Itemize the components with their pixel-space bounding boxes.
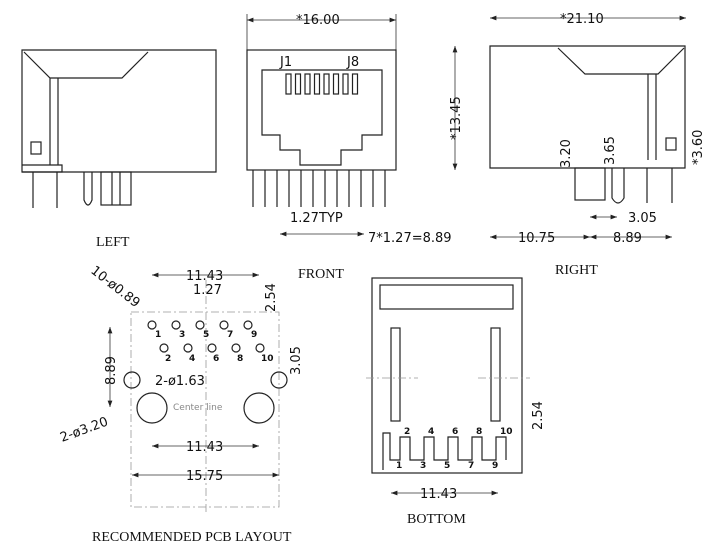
bottom-pin-number: 10 [500,427,513,437]
pcb-hole [219,320,229,330]
pcb-hole [207,343,217,353]
pcb-row-gap: 2.54 [264,283,279,312]
front-span-dim: 7*1.27=8.89 [368,231,452,246]
pcb-hole [147,320,157,330]
front-width-dim: *16.00 [296,13,340,28]
pcb-hole [171,320,181,330]
bottom-row-gap: 2.54 [531,401,546,430]
right-d360: *3.60 [691,130,706,165]
left-view-label: LEFT [96,235,130,250]
bottom-pin-number: 7 [468,461,474,471]
pcb-center-line: Center line [173,403,223,413]
pcb-top-span: 11.43 [186,269,223,284]
right-height-dim: *13.45 [449,96,464,140]
right-view-label: RIGHT [555,263,598,278]
pcb-pin-number: 9 [251,330,257,340]
pcb-pitch: 1.27 [193,283,222,298]
contact-slot [313,73,321,95]
front-pin-j1: J1 [279,55,292,70]
contact-slot [351,73,359,95]
pcb-pin-number: 5 [203,330,209,340]
contact-slot [294,73,302,95]
pcb-pin-number: 7 [227,330,233,340]
front-view-label: FRONT [298,267,344,282]
pcb-hole [243,320,253,330]
right-length-dim: *21.10 [560,12,604,27]
pcb-pin-number: 1 [155,330,161,340]
contact-slot [332,73,340,95]
contact-slot [342,73,349,95]
bottom-pin-row [382,432,507,470]
bottom-pin-number: 6 [452,427,458,437]
bottom-pin-number: 5 [444,461,450,471]
left-view: LEFT [21,49,217,250]
front-view: *16.00 J1 J8 1.27TYP 7*1.27=8.89 FRONT [246,13,452,282]
pcb-layout-view: 11.43 1.27 2.54 10-ø0.89 1 3 5 7 9 2 4 6 8 10 8.8… [58,263,304,545]
right-d365: 3.65 [603,136,618,165]
pcb-hole [159,343,169,353]
bottom-pin-number: 2 [404,427,410,437]
pcb-hole [231,343,241,353]
front-pitch-dim: 1.27TYP [290,211,343,226]
bottom-span: 11.43 [420,487,457,502]
bottom-view: 2 4 6 8 10 1 3 5 7 9 2.54 11.43 BOTTOM [366,277,546,527]
pcb-pin-number: 10 [261,354,274,364]
contact-slot [304,73,311,95]
bottom-pin-number: 9 [492,461,498,471]
bottom-pin-number: 4 [428,427,434,437]
right-d889: 8.89 [613,231,642,246]
pcb-pin-number: 6 [213,354,219,364]
pcb-pin-number: 2 [165,354,171,364]
bottom-pin-number: 3 [420,461,426,471]
pcb-pin-number: 8 [237,354,243,364]
bottom-pin-number: 1 [396,461,402,471]
pcb-hole [183,343,193,353]
contact-slot [323,73,330,95]
bottom-pin-number: 8 [476,427,482,437]
pcb-total: 15.75 [186,469,223,484]
right-view: *21.10 *13.45 3.20 3.65 *3.60 3.05 10.75… [449,12,706,278]
pcb-bottom-span: 11.43 [186,440,223,455]
contact-slot [285,73,292,95]
pcb-mount-large: 2-ø3.20 [58,415,110,446]
pcb-layout-label: RECOMMENDED PCB LAYOUT [92,530,292,545]
pcb-pin-number: 4 [189,354,195,364]
bottom-view-label: BOTTOM [407,512,466,527]
pcb-pin-number: 3 [179,330,185,340]
right-d1075: 10.75 [518,231,555,246]
right-d320: 3.20 [559,139,574,168]
right-d305: 3.05 [628,211,657,226]
front-pin-j8: J8 [346,55,359,70]
pcb-holes: 10-ø0.89 [88,263,143,311]
pcb-hole [195,320,205,330]
pcb-vert: 8.89 [104,356,119,385]
pcb-offset: 3.05 [289,346,304,375]
pcb-mount-small: 2-ø1.63 [155,374,205,389]
pcb-hole [255,343,265,353]
